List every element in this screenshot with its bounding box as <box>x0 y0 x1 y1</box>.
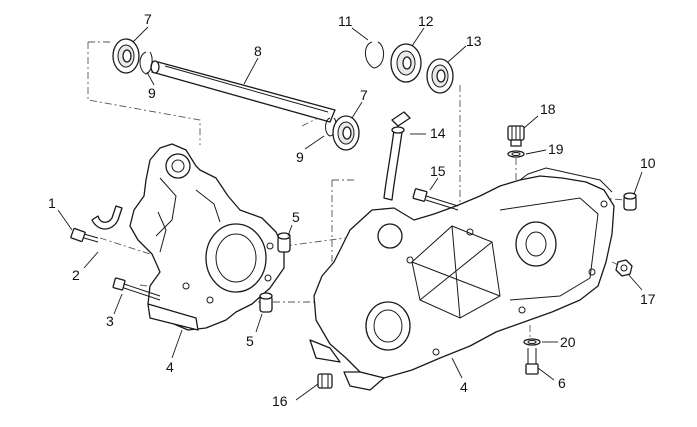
callout-2: 2 <box>72 267 80 283</box>
circlip-part-11 <box>365 41 384 69</box>
callout-9-left: 9 <box>148 85 156 101</box>
callout-19: 19 <box>548 141 564 157</box>
left-crankcase-half <box>129 143 285 331</box>
bracket-part-2 <box>91 205 123 230</box>
callout-18: 18 <box>540 101 556 117</box>
bolt-part-1 <box>70 227 99 243</box>
callout-4-right: 4 <box>460 379 468 395</box>
dowel-part-5-lower <box>259 292 273 313</box>
callout-4-left: 4 <box>166 359 174 375</box>
circlip-part-9-left <box>139 51 153 75</box>
callout-15: 15 <box>430 163 446 179</box>
callout-6: 6 <box>558 375 566 391</box>
plug-part-10 <box>623 192 637 211</box>
callout-5-lower: 5 <box>246 333 254 349</box>
leader-lines <box>57 26 643 401</box>
bolt-part-15 <box>412 188 459 211</box>
shaft-part-8 <box>150 60 336 123</box>
callout-8: 8 <box>254 43 262 59</box>
callout-7-right: 7 <box>360 87 368 103</box>
bearing-part-13 <box>426 58 454 94</box>
bolt-part-3 <box>112 277 161 301</box>
bearing-part-7-right <box>332 115 360 151</box>
callout-9-right: 9 <box>296 149 304 165</box>
callout-17: 17 <box>640 291 656 307</box>
callout-11: 11 <box>338 13 353 29</box>
callout-7-left: 7 <box>144 11 152 27</box>
nut-part-17 <box>615 259 633 277</box>
dowel-part-5-upper <box>277 232 291 253</box>
callout-5-upper: 5 <box>292 209 300 225</box>
right-crankcase-half <box>309 167 615 391</box>
callout-16: 16 <box>272 393 288 409</box>
bolt-part-6 <box>525 348 539 375</box>
oil-cap-part-18 <box>507 125 525 147</box>
callout-1: 1 <box>48 195 56 211</box>
breather-pipe-part-14 <box>383 111 411 201</box>
clip-part-16 <box>317 373 333 389</box>
callout-labels: 1 2 3 4 4 5 5 6 7 7 8 9 9 10 11 12 13 14… <box>48 11 656 409</box>
washer-part-20 <box>523 338 541 346</box>
bearing-part-12 <box>390 43 422 83</box>
washer-part-19 <box>507 150 525 158</box>
callout-3: 3 <box>106 313 114 329</box>
bearing-part-7-left <box>112 38 140 74</box>
callout-13: 13 <box>466 33 482 49</box>
callout-14: 14 <box>430 125 446 141</box>
callout-12: 12 <box>418 13 434 29</box>
callout-20: 20 <box>560 334 576 350</box>
callout-10: 10 <box>640 155 656 171</box>
